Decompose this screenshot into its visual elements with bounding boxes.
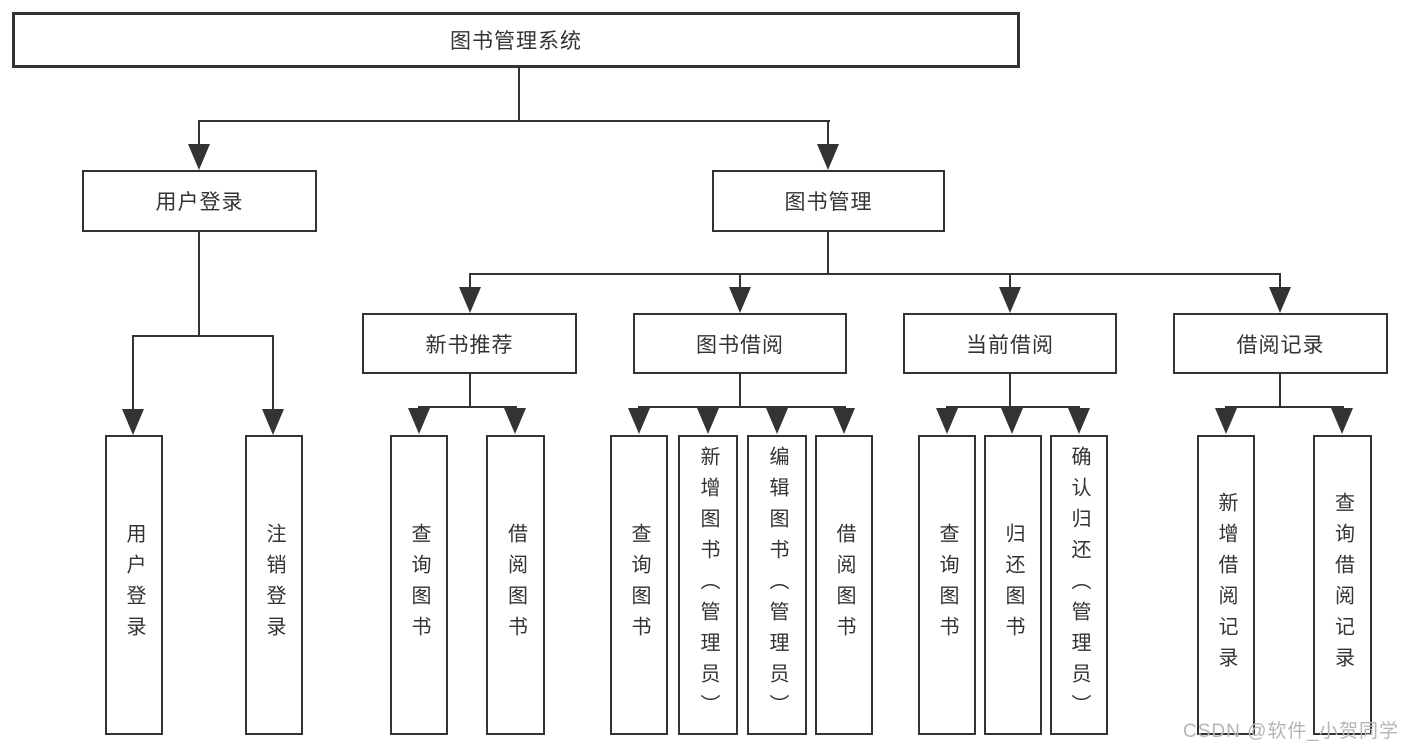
leaf-current-query-books: 查询图书 (918, 435, 976, 735)
connector-drop-leaf-user-login (132, 335, 134, 411)
connector-drop-leaf-logout (272, 335, 274, 411)
leaf-records-add-record-label: 新增借阅记录 (1215, 492, 1237, 678)
connector-book-management-stub (827, 230, 829, 275)
leaf-recommend-borrow-books-label: 借阅图书 (504, 523, 527, 647)
leaf-records-query-record-label: 查询借阅记录 (1331, 492, 1354, 678)
arrow-down-icon (817, 144, 839, 170)
arrow-down-icon (628, 408, 650, 434)
connector-current-stub (1009, 372, 1011, 408)
leaf-logout-label: 注销登录 (263, 523, 285, 647)
node-current-borrow: 当前借阅 (903, 313, 1117, 374)
connector-user-login-stub (198, 230, 200, 337)
connector-drop-new-book-recommend (469, 273, 471, 289)
arrow-down-icon (1215, 408, 1237, 434)
leaf-current-query-books-label: 查询图书 (936, 523, 958, 647)
connector-records-hbar (1225, 406, 1344, 408)
leaf-borrow-edit-books-admin-label: 编辑图书（管理员） (766, 445, 788, 725)
leaf-borrow-query-books: 查询图书 (610, 435, 668, 735)
arrow-down-icon (1331, 408, 1353, 434)
node-borrow-records: 借阅记录 (1173, 313, 1388, 374)
arrow-down-icon (999, 287, 1021, 313)
leaf-borrow-add-books-admin-label: 新增图书（管理员） (697, 445, 719, 725)
leaf-user-login-label: 用户登录 (123, 523, 145, 647)
connector-recommend-hbar (418, 406, 517, 408)
leaf-current-confirm-return-admin: 确认归还（管理员） (1050, 435, 1108, 735)
arrow-down-icon (408, 408, 430, 434)
leaf-recommend-query-books: 查询图书 (390, 435, 448, 735)
arrow-down-icon (766, 408, 788, 434)
leaf-borrow-add-books-admin: 新增图书（管理员） (678, 435, 738, 735)
node-book-borrow: 图书借阅 (633, 313, 847, 374)
connector-records-stub (1279, 372, 1281, 408)
leaf-records-query-record: 查询借阅记录 (1313, 435, 1372, 735)
connector-user-login-hbar (132, 335, 274, 337)
arrow-down-icon (188, 144, 210, 170)
connector-borrow-stub (739, 372, 741, 408)
arrow-down-icon (697, 408, 719, 434)
connector-current-hbar (946, 406, 1080, 408)
node-book-management: 图书管理 (712, 170, 945, 232)
arrow-down-icon (122, 409, 144, 435)
connector-drop-book-borrow (739, 273, 741, 289)
csdn-watermark: CSDN @软件_小贺同学 (1183, 721, 1399, 742)
arrow-down-icon (262, 409, 284, 435)
connector-recommend-stub (469, 372, 471, 408)
arrow-down-icon (833, 408, 855, 434)
node-user-login: 用户登录 (82, 170, 317, 232)
leaf-current-return-books-label: 归还图书 (1002, 523, 1024, 647)
connector-drop-book-management (827, 120, 829, 146)
arrow-down-icon (1269, 287, 1291, 313)
connector-drop-user-login (198, 120, 200, 146)
arrow-down-icon (936, 408, 958, 434)
leaf-recommend-query-books-label: 查询图书 (408, 523, 430, 647)
arrow-down-icon (1001, 408, 1023, 434)
leaf-logout: 注销登录 (245, 435, 303, 735)
leaf-borrow-borrow-books: 借阅图书 (815, 435, 873, 735)
connector-root-stub (518, 66, 520, 122)
node-new-book-recommend: 新书推荐 (362, 313, 577, 374)
leaf-borrow-edit-books-admin: 编辑图书（管理员） (747, 435, 807, 735)
connector-borrow-hbar (638, 406, 846, 408)
leaf-borrow-borrow-books-label: 借阅图书 (833, 523, 855, 647)
connector-root-hbar (198, 120, 830, 122)
connector-drop-borrow-records (1279, 273, 1281, 289)
node-library-system: 图书管理系统 (12, 12, 1020, 68)
arrow-down-icon (459, 287, 481, 313)
leaf-borrow-query-books-label: 查询图书 (628, 523, 650, 647)
leaf-records-add-record: 新增借阅记录 (1197, 435, 1255, 735)
leaf-user-login: 用户登录 (105, 435, 163, 735)
leaf-recommend-borrow-books: 借阅图书 (486, 435, 545, 735)
connector-drop-current-borrow (1009, 273, 1011, 289)
leaf-current-confirm-return-admin-label: 确认归还（管理员） (1068, 445, 1090, 725)
arrow-down-icon (729, 287, 751, 313)
connector-book-management-hbar (469, 273, 1281, 275)
arrow-down-icon (504, 408, 526, 434)
leaf-current-return-books: 归还图书 (984, 435, 1042, 735)
arrow-down-icon (1068, 408, 1090, 434)
